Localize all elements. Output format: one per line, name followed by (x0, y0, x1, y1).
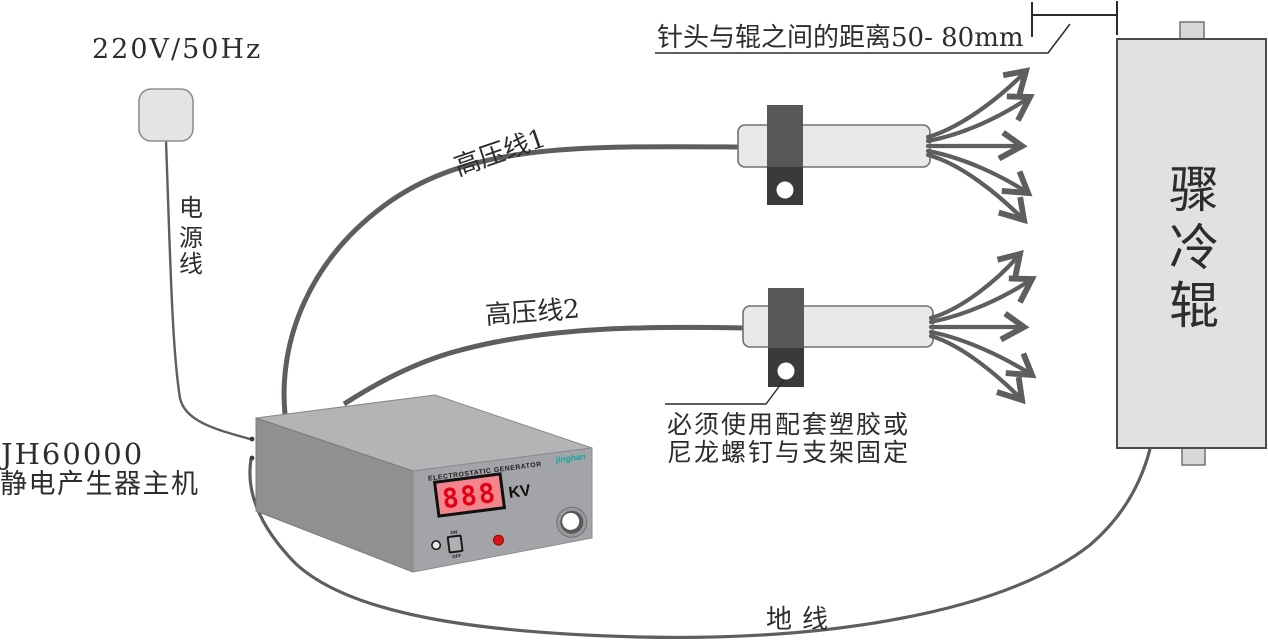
hv2-cable-label: 高压线2 (484, 294, 580, 331)
roller-shaft-bottom (1181, 446, 1206, 466)
voltage-unit-label: KV (508, 482, 533, 502)
fixing-note-line2: 尼龙螺钉与支架固定 (667, 438, 910, 467)
distance-note-underline (655, 23, 1071, 54)
cable-connector-bottom (249, 455, 255, 461)
quench-roller: 骤 冷 辊 (1116, 21, 1267, 466)
ground-wire-line (248, 448, 1152, 639)
electrode-bar-2 (742, 249, 1037, 405)
needle-wire (928, 275, 1037, 325)
voltage-knob-center (562, 512, 580, 530)
hv1-cable-line (281, 144, 742, 415)
electrode-bar-1-needles (925, 67, 1035, 225)
electrode-bar-1-body (737, 124, 931, 168)
switch-on-label: ON (450, 529, 457, 535)
roller-label-char3: 辊 (1169, 277, 1219, 335)
electrode-bar-1 (737, 67, 1035, 225)
electrode-bar-1-clamp (767, 105, 803, 177)
electrode-bar-2-needles (928, 249, 1037, 405)
roller-body (1116, 38, 1267, 449)
generator-unit: ELECTROSTATIC GENERATOR 888 KV jinghan O… (249, 394, 593, 573)
ground-wire-label: 地线 (766, 605, 838, 635)
roller-label-char1: 骤 (1169, 161, 1219, 219)
power-cord-label-char2: 源 (179, 224, 203, 252)
needle-wire (925, 148, 1033, 197)
voltage-display-digits: 888 (441, 478, 499, 516)
brand-logo: jinghan (554, 451, 586, 465)
roller-shaft-top (1179, 21, 1205, 41)
hv2-cable-line (342, 324, 747, 407)
power-cord-label-char3: 线 (179, 250, 203, 278)
distance-note-label: 针头与辊之间的距离50- 80mm (657, 23, 1024, 53)
roller-label-char2: 冷 (1169, 219, 1219, 277)
distance-dimension-bracket (1031, 1, 1118, 37)
voltage-display (432, 472, 507, 518)
power-switch[interactable] (446, 534, 464, 554)
fixing-note-line1: 必须使用配套塑胶或 (667, 410, 910, 439)
electrode-bar-1-screw-hole (776, 181, 794, 199)
generator-name-label: 静电产生器主机 (0, 469, 200, 500)
power-cord-line (164, 140, 251, 441)
needle-wire (925, 93, 1035, 144)
power-plug (138, 88, 194, 142)
power-led-indicator (492, 534, 504, 546)
needle-wire (925, 152, 1028, 225)
fixing-note-leader-line (665, 379, 785, 405)
power-supply-label: 220V/50Hz (92, 34, 262, 65)
needle-wire (928, 329, 1037, 379)
power-cord-label-char1: 电 (179, 194, 203, 222)
electrode-bar-2-clamp (768, 288, 804, 357)
panel-screw-hole (431, 540, 442, 551)
electrode-bar-2-screw-hole (777, 362, 795, 380)
cable-connector-top (249, 436, 255, 442)
hv1-cable-label: 高压线1 (451, 123, 550, 182)
switch-off-label: OFF (452, 553, 462, 559)
needle-wire (925, 67, 1031, 140)
needle-wire (928, 333, 1026, 405)
needle-wire (928, 249, 1024, 321)
generator-model-label: JH60000 (0, 437, 144, 471)
